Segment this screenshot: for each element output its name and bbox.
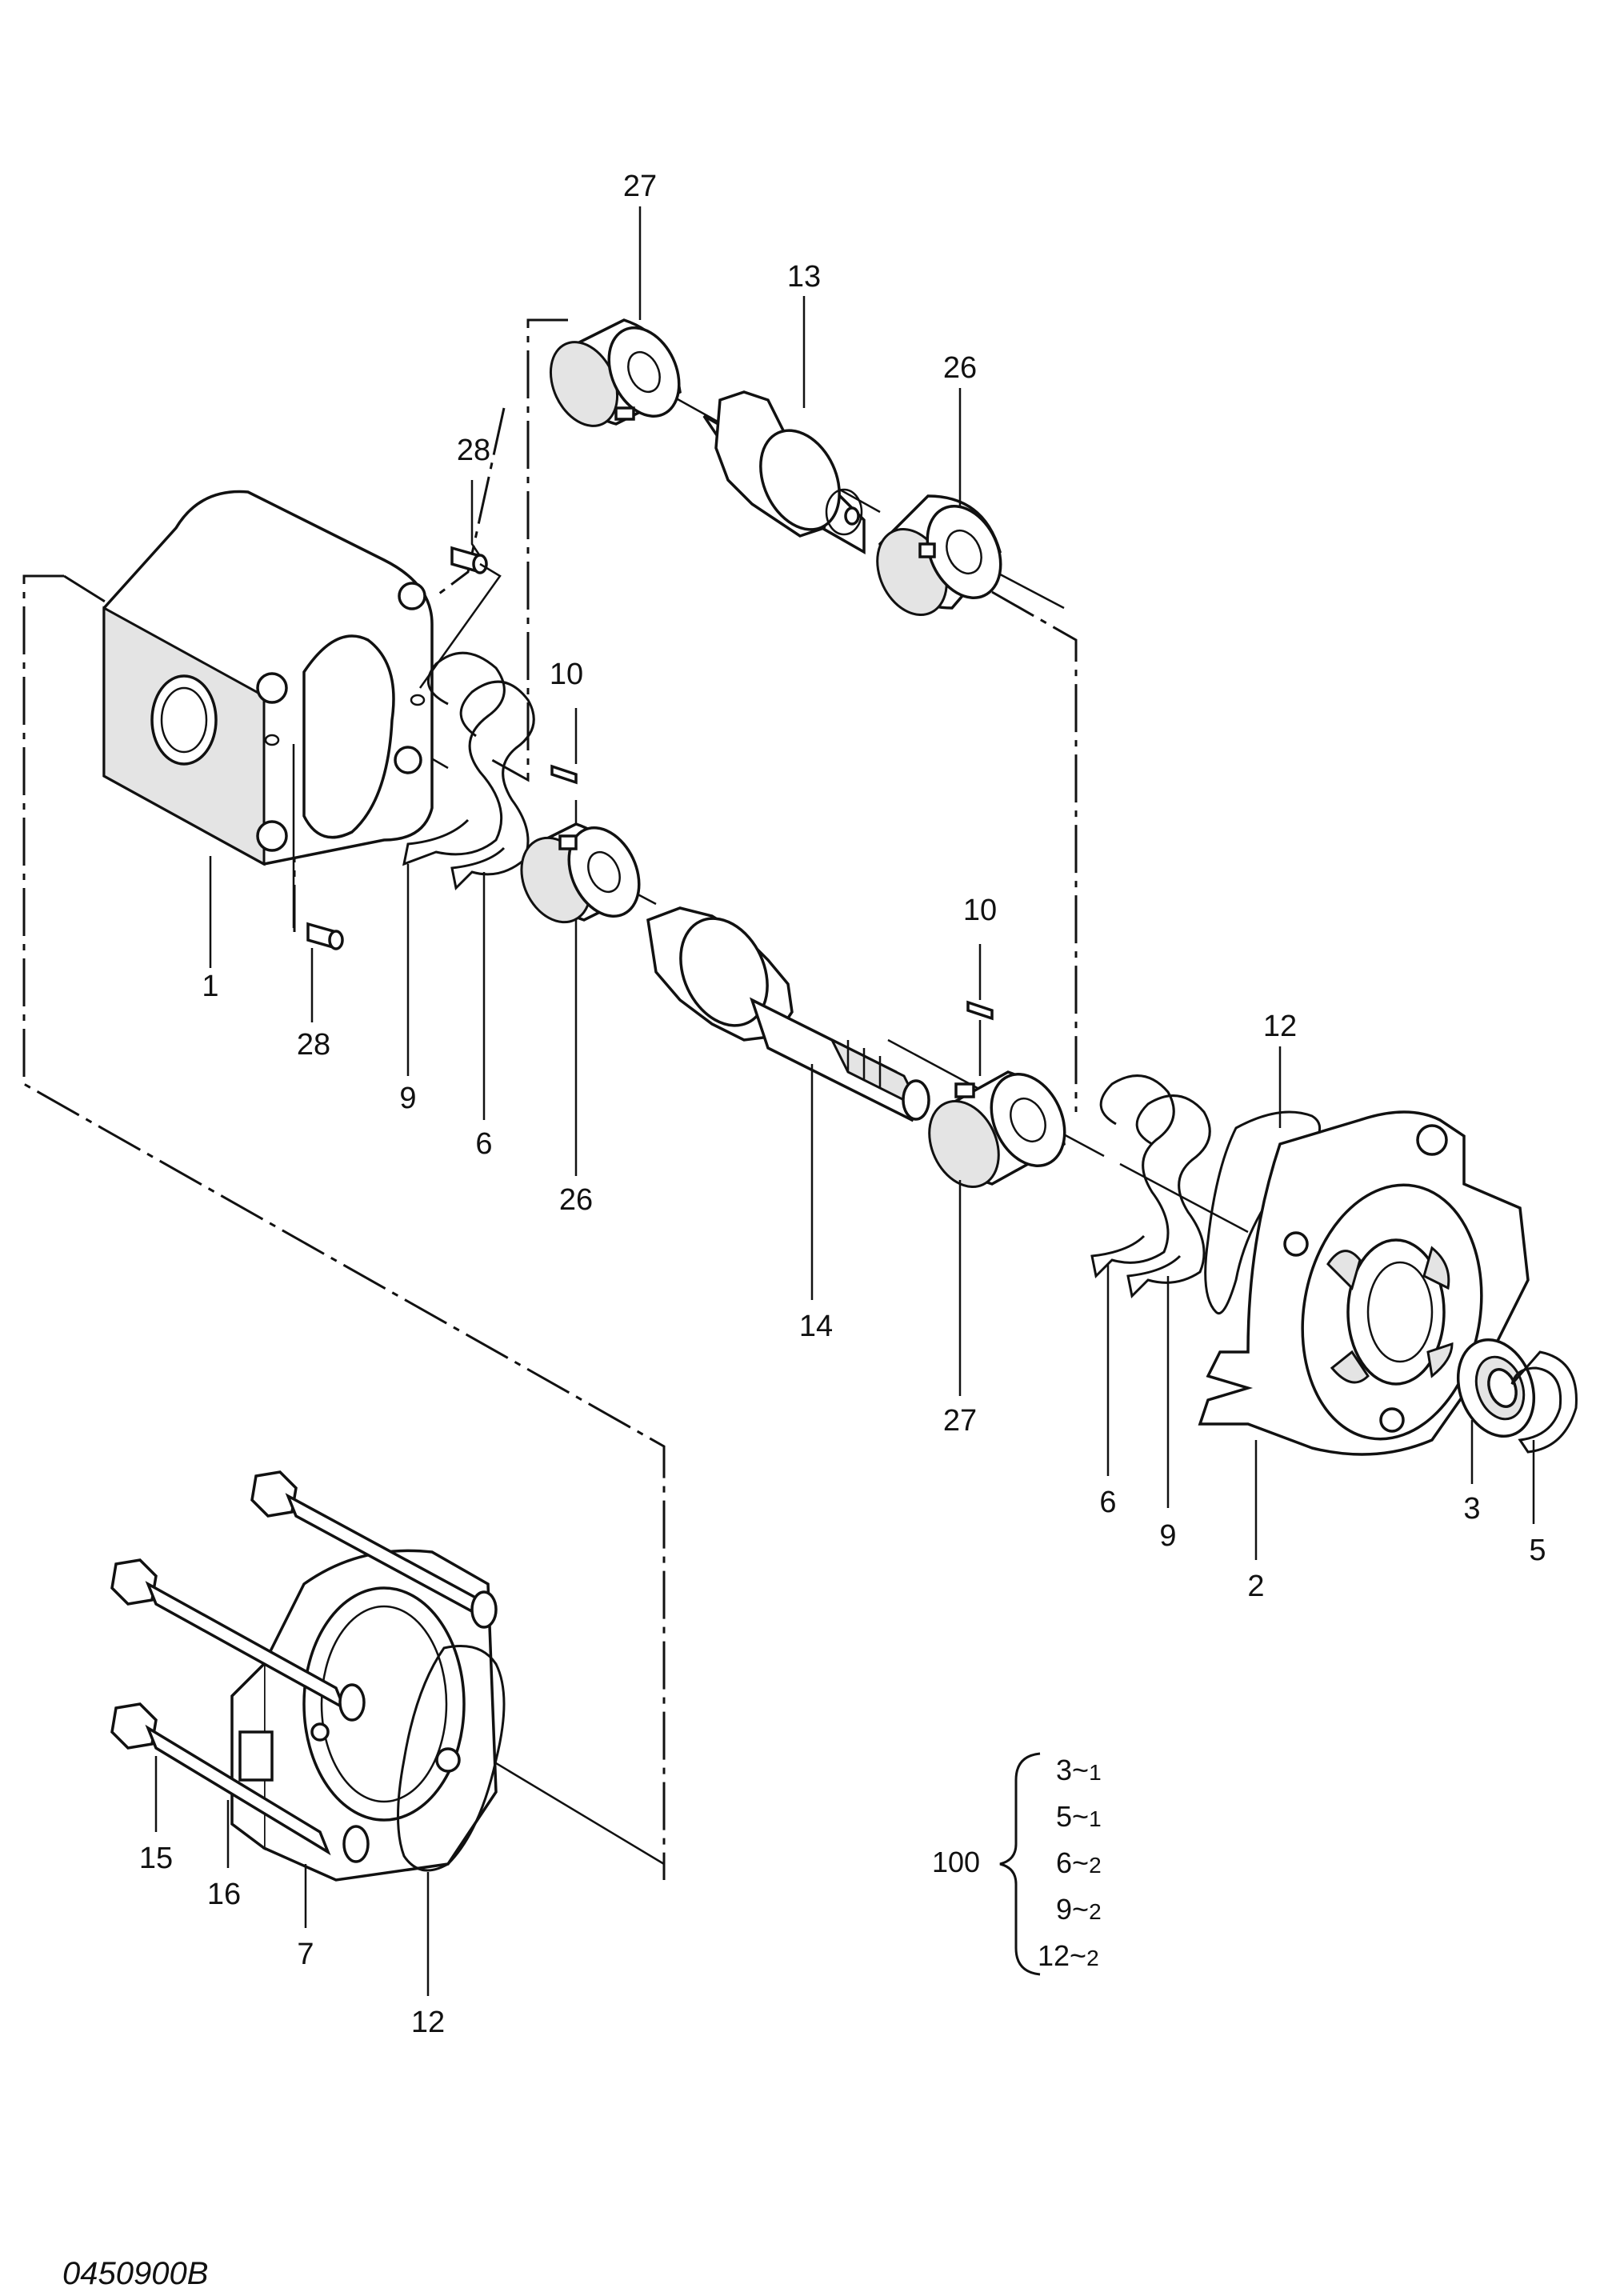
part-label-26-bottom: 26	[559, 1183, 593, 1217]
part-label-1: 1	[202, 970, 218, 1003]
key-part-10-left	[550, 764, 578, 785]
bushing-part-26-left	[520, 822, 641, 924]
part-labels: 27 13 26 28 10 1 28 9 6 26 10 12 14 27 6…	[139, 170, 1546, 2039]
part-label-3: 3	[1463, 1492, 1480, 1526]
bolt-part-15-middle	[110, 1558, 366, 1722]
part-label-9-left: 9	[399, 1082, 416, 1115]
part-label-2: 2	[1247, 1570, 1264, 1603]
part-label-5: 5	[1529, 1534, 1546, 1567]
front-cover-part-2	[1198, 1110, 1530, 1456]
bushing-part-26-top	[876, 494, 1002, 616]
part-label-9-right: 9	[1159, 1519, 1176, 1553]
kit-brace	[999, 1752, 1041, 1976]
kit-item-row: 6~2	[1056, 1846, 1102, 1879]
part-label-28-top: 28	[457, 434, 490, 467]
repair-kit-100-legend: 100 3~1 5~1 6~2 9~2 12~2	[932, 1752, 1102, 1976]
bushing-part-27-top	[549, 318, 682, 427]
dowel-pin-28-bottom	[306, 922, 344, 950]
part-label-16: 16	[207, 1878, 241, 1911]
part-label-6-left: 6	[475, 1127, 492, 1161]
backup-ring-part-9-right	[1126, 1094, 1211, 1299]
part-label-6-right: 6	[1099, 1486, 1116, 1519]
drawing-code: 0450900B	[62, 2256, 208, 2291]
kit-label: 100	[932, 1846, 980, 1878]
part-label-7: 7	[297, 1938, 314, 1971]
part-label-27-top: 27	[623, 170, 657, 203]
oil-seal-part-3	[1456, 1338, 1536, 1438]
o-ring-part-12-bottom	[397, 1645, 506, 1872]
part-label-27-bottom: 27	[943, 1404, 977, 1438]
part-label-14: 14	[799, 1310, 833, 1343]
kit-item-row: 3~1	[1056, 1754, 1102, 1786]
part-label-12-right: 12	[1263, 1010, 1297, 1043]
snap-ring-part-5	[1510, 1350, 1578, 1454]
rear-cover-part-7	[230, 1549, 498, 1882]
part-label-10-right: 10	[963, 894, 997, 927]
dowel-pin-28-top	[450, 546, 488, 574]
key-part-10-right	[966, 1000, 994, 1021]
kit-item-row: 12~2	[1038, 1939, 1099, 1972]
leader-lines	[154, 206, 1535, 1996]
bolt-part-15-bottom	[110, 1702, 370, 1863]
kit-item-row: 5~1	[1056, 1800, 1102, 1833]
backup-ring-part-9-left	[402, 651, 506, 866]
part-label-12-bottom: 12	[411, 2006, 445, 2039]
o-ring-part-12-right	[1204, 1110, 1321, 1315]
drive-gear-shaft-part-14	[646, 906, 930, 1122]
seal-part-6-right	[1090, 1074, 1175, 1279]
part-label-10-left: 10	[550, 658, 583, 691]
part-label-13: 13	[787, 260, 821, 294]
bushing-part-27-bottom	[928, 1070, 1066, 1188]
kit-item-row: 9~2	[1056, 1893, 1102, 1926]
bolt-part-15-top	[250, 1470, 498, 1629]
part-label-15: 15	[139, 1842, 173, 1875]
part-label-26-top: 26	[943, 351, 977, 385]
driven-gear-part-13	[702, 390, 866, 555]
part-label-28-bottom: 28	[297, 1028, 330, 1062]
seal-part-6-left	[450, 680, 535, 891]
pump-body-part-1	[102, 490, 434, 866]
